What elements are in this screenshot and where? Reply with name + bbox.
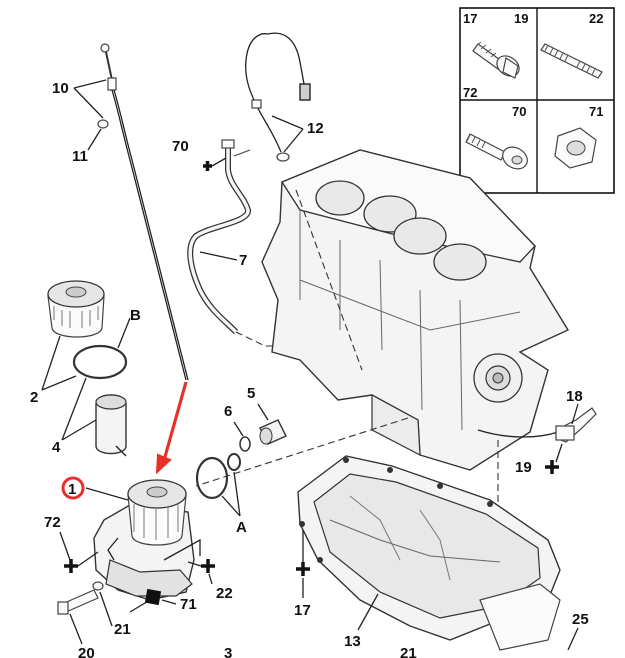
label-70-top: 70 <box>172 138 189 155</box>
inset-label-72: 72 <box>463 85 477 100</box>
inset-label-22: 22 <box>589 11 603 26</box>
label-10: 10 <box>52 80 69 97</box>
label-71: 71 <box>180 596 197 613</box>
label-3: 3 <box>224 645 232 658</box>
label-B: B <box>130 307 141 324</box>
oil-pan: 17 13 21 25 <box>294 455 589 658</box>
dipstick-assembly: 10 11 <box>52 43 189 381</box>
inset-label-19: 19 <box>514 11 528 26</box>
seal-parts: 5 6 A <box>195 385 287 536</box>
label-5: 5 <box>247 385 255 402</box>
sensor-cable: 12 <box>245 32 324 162</box>
fastener-inset: 17 19 22 72 70 71 <box>459 7 615 194</box>
label-21: 21 <box>114 621 131 638</box>
oil-filter-housing: 1 <box>61 476 201 613</box>
label-13: 13 <box>344 633 361 650</box>
highlight-circle <box>61 476 85 500</box>
label-2: 2 <box>30 389 38 406</box>
flange-bolt-icon <box>472 41 520 79</box>
inset-label-71: 71 <box>589 104 603 119</box>
label-A: A <box>236 519 247 536</box>
label-1: 1 <box>68 481 76 498</box>
label-31: 21 <box>400 645 417 658</box>
label-11: 11 <box>72 148 88 165</box>
housing-fasteners: 72 22 71 21 20 3 <box>44 514 233 658</box>
breather-hose: 70 7 <box>172 138 380 347</box>
label-20: 20 <box>78 645 95 658</box>
engine-block <box>195 149 570 640</box>
inset-label-17: 17 <box>463 11 477 26</box>
label-4: 4 <box>52 439 61 456</box>
oil-filter-parts: B 2 4 <box>30 280 141 457</box>
label-7: 7 <box>239 252 247 269</box>
label-19: 19 <box>515 459 532 476</box>
label-17: 17 <box>294 602 311 619</box>
nut-icon <box>554 127 597 169</box>
label-12: 12 <box>307 120 324 137</box>
stud-icon <box>540 43 603 79</box>
label-22: 22 <box>216 585 233 602</box>
bolt-icon <box>465 133 528 170</box>
label-6: 6 <box>224 403 232 420</box>
label-25: 25 <box>572 611 589 628</box>
red-pointer-arrow <box>155 381 188 475</box>
label-72: 72 <box>44 514 61 531</box>
inset-label-70: 70 <box>512 104 526 119</box>
label-18: 18 <box>566 388 583 405</box>
sensor-18: 18 19 <box>477 388 597 476</box>
